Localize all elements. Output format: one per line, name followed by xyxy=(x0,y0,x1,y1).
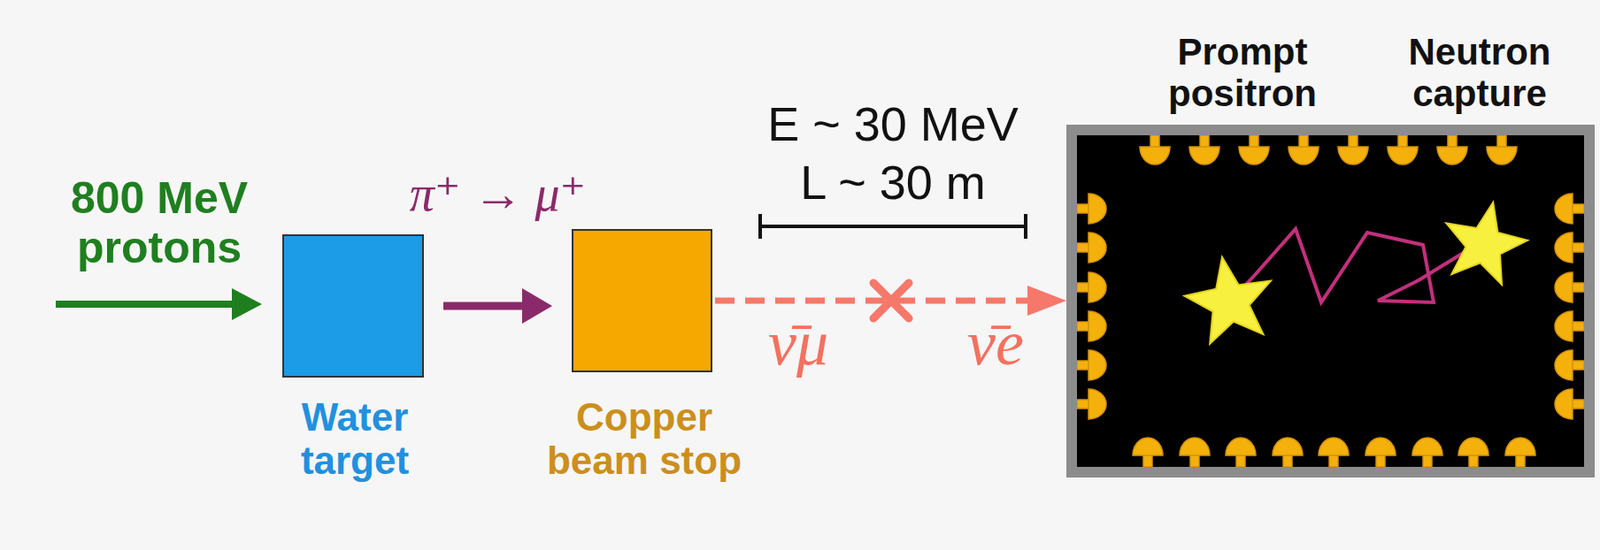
beam-connector xyxy=(443,288,553,324)
neutron-track xyxy=(1229,229,1470,303)
capture-star xyxy=(1436,193,1535,289)
signal-label: Neutron capture xyxy=(1373,30,1586,115)
neutrino-label: ν̄e xyxy=(938,307,1054,380)
positron-star xyxy=(1178,249,1280,347)
detector-volume xyxy=(1076,135,1585,468)
neutrino-label: ν̄μ xyxy=(736,307,861,380)
energy-label: E ~ 30 MeV xyxy=(715,97,1070,151)
beam-stop-box: Copper beam stop xyxy=(571,229,713,373)
connector-line xyxy=(443,302,526,311)
beam-label: 800 MeV protons xyxy=(26,173,293,273)
arrow-head xyxy=(522,288,553,324)
water-target-box: Water target xyxy=(282,234,424,378)
distance-label: L ~ 30 m xyxy=(715,155,1070,209)
beam-stop-label: Copper beam stop xyxy=(529,395,760,484)
signal-label: Prompt positron xyxy=(1136,30,1349,115)
photomultiplier-tubes xyxy=(1076,135,1585,468)
proton-beam-arrow xyxy=(55,288,262,321)
arrow-head xyxy=(1027,285,1067,316)
decay-label: π⁺ → μ⁺ xyxy=(409,166,586,223)
target-label: Water target xyxy=(248,395,462,484)
detector-tank: Prompt positronNeutron capture xyxy=(1066,124,1595,478)
distance-bracket xyxy=(760,214,1026,239)
connector-line xyxy=(715,298,1031,305)
